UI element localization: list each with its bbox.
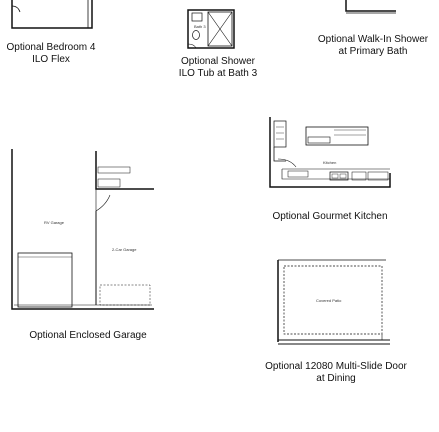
garage-caption-line-1: Optional Enclosed Garage (29, 330, 147, 341)
slider-plan-label: Covered Patio (316, 298, 342, 303)
shower-plan-drawing: Bath 3 (187, 9, 235, 49)
garage-plan-label-2car: 2-Car Garage (112, 247, 137, 252)
walkin-caption: Optional Walk-In Shower at Primary Bath (308, 34, 438, 58)
shower-caption: Optional Shower ILO Tub at Bath 3 (158, 56, 278, 80)
kitchen-caption-line-1: Optional Gourmet Kitchen (272, 211, 388, 222)
garage-plan-label-rv: RV Garage (44, 220, 65, 225)
garage-caption: Optional Enclosed Garage (0, 330, 176, 342)
walkin-caption-line-1: Optional Walk-In Shower (317, 34, 429, 45)
bedroom-caption: Optional Bedroom 4 ILO Flex (0, 42, 102, 66)
slider-caption-line-2: at Dining (316, 373, 356, 384)
kitchen-plan-label: Kitchen (323, 160, 336, 165)
shower-caption-line-2: ILO Tub at Bath 3 (178, 68, 258, 79)
bedroom-plan-drawing (11, 0, 93, 29)
garage-plan-drawing: RV Garage 2-Car Garage (11, 149, 154, 310)
walkin-plan-drawing (345, 0, 396, 14)
slider-plan-drawing: Covered Patio (277, 259, 390, 345)
kitchen-caption: Optional Gourmet Kitchen (250, 211, 410, 223)
walkin-caption-line-2: at Primary Bath (338, 46, 408, 57)
bedroom-caption-line-2: ILO Flex (32, 54, 70, 65)
kitchen-plan-drawing: Kitchen (269, 117, 391, 188)
slider-caption-line-1: Optional 12080 Multi-Slide Door (265, 361, 407, 372)
shower-caption-line-1: Optional Shower (181, 56, 255, 67)
slider-caption: Optional 12080 Multi-Slide Door at Dinin… (250, 361, 422, 385)
shower-plan-label: Bath 3 (194, 24, 206, 29)
bedroom-caption-line-1: Optional Bedroom 4 (6, 42, 96, 53)
